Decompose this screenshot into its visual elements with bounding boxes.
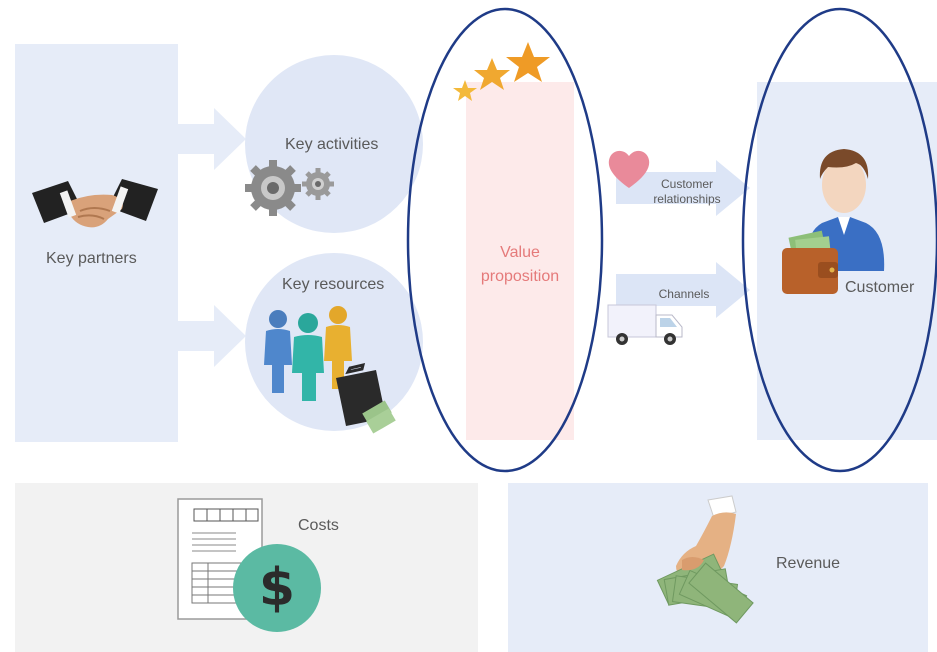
key-activities-label: Key activities <box>285 136 379 153</box>
heart-icon <box>608 150 650 188</box>
key-partners-panel <box>15 44 178 442</box>
arrow-to-activities <box>178 108 246 170</box>
customer-relationships-arrow <box>616 160 750 216</box>
customer-label: Customer <box>845 279 915 296</box>
highlight-ellipse-value <box>406 7 604 473</box>
gears-icon <box>245 160 334 216</box>
customer-relationships-line2: relationships <box>653 192 721 206</box>
revenue-label: Revenue <box>776 555 841 572</box>
key-resources-label: Key resources <box>282 276 385 293</box>
handshake-icon <box>32 179 158 228</box>
truck-icon <box>607 304 683 345</box>
arrow-to-resources <box>178 305 246 367</box>
dollar-coin-icon: $ <box>233 544 321 632</box>
channels-label: Channels <box>658 287 710 301</box>
stars-icon <box>453 42 550 101</box>
hand-with-money-icon <box>656 495 754 624</box>
costs-label: Costs <box>298 517 339 534</box>
highlight-ellipse-customer <box>741 7 937 473</box>
channels-arrow <box>616 262 750 318</box>
people-icon <box>264 306 352 401</box>
value-proposition-line2: proposition <box>480 268 560 285</box>
customer-relationships-line1: Customer <box>660 177 713 191</box>
key-partners-label: Key partners <box>46 250 137 267</box>
customer-relationships-label: Customer relationships <box>637 177 737 207</box>
briefcase-icon <box>336 362 396 434</box>
value-proposition-label: Value proposition <box>466 241 574 289</box>
svg-text:$: $ <box>259 558 295 618</box>
value-proposition-line1: Value <box>500 244 540 261</box>
value-proposition-panel <box>466 82 574 440</box>
wallet-icon <box>782 230 838 294</box>
